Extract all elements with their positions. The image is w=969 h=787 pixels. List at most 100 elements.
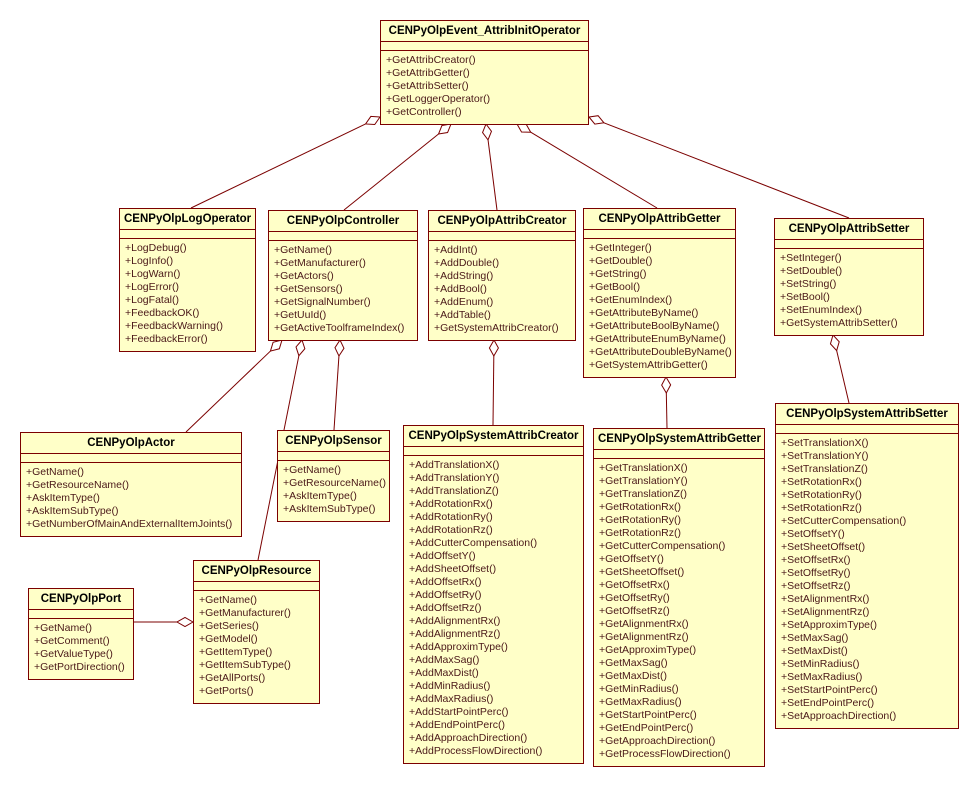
uml-class-attribcreator[interactable]: CENPyOlpAttribCreator +AddInt()+AddDoubl… [428,210,576,341]
uml-class-actor[interactable]: CENPyOlpActor +GetName()+GetResourceName… [20,432,242,537]
methods-compartment: +GetName()+GetResourceName()+AskItemType… [21,463,241,536]
uml-class-attribgetter[interactable]: CENPyOlpAttribGetter +GetInteger()+GetDo… [583,208,736,378]
aggregation-edge-resource-port [134,616,195,628]
method-label: +SetRotationRz() [781,502,862,514]
method-label: +AddApproximType() [409,641,508,653]
method-label: +GetPortDirection() [34,661,125,673]
method-label: +AddAlignmentRx() [409,615,501,627]
method-label: +AddMaxDist() [409,667,479,679]
method-label: +GetApproximType() [599,644,697,656]
uml-class-systemattribsetter[interactable]: CENPyOlpSystemAttribSetter +SetTranslati… [775,403,959,729]
method-label: +GetOffsetRx() [599,579,670,591]
method-label: +GetItemType() [199,646,273,658]
class-name: CENPyOlpSystemAttribCreator [404,426,583,447]
method-label: +GetBool() [589,281,641,293]
aggregation-edge-event-logoperator [190,115,381,209]
method-label: +GetAlignmentRz() [599,631,689,643]
method-label: +LogFatal() [125,294,179,306]
method-label: +GetName() [283,464,342,476]
method-label: +AddCutterCompensation() [409,537,538,549]
aggregation-edge-event-controller [343,123,452,211]
uml-class-sensor[interactable]: CENPyOlpSensor +GetName()+GetResourceNam… [277,430,390,522]
method-label: +AddMinRadius() [409,680,491,692]
method-label: +GetStartPointPerc() [599,709,697,721]
attributes-compartment [278,452,389,461]
aggregation-diamond-icon [175,616,195,628]
uml-class-port[interactable]: CENPyOlpPort +GetName()+GetComment()+Get… [28,588,134,680]
uml-class-logoperator[interactable]: CENPyOlpLogOperator +LogDebug()+LogInfo(… [119,208,256,352]
method-label: +FeedbackWarning() [125,320,223,332]
method-label: +GetEndPointPerc() [599,722,694,734]
attributes-compartment [269,232,417,241]
attributes-compartment [120,230,255,239]
method-label: +AddTranslationZ() [409,485,499,497]
method-label: +GetAttribGetter() [386,67,470,79]
uml-class-systemattribcreator[interactable]: CENPyOlpSystemAttribCreator +AddTranslat… [403,425,584,764]
uml-class-attribsetter[interactable]: CENPyOlpAttribSetter +SetInteger()+SetDo… [774,218,924,336]
method-label: +AddEnum() [434,296,494,308]
method-label: +SetEndPointPerc() [781,697,875,709]
method-label: +GetName() [274,244,333,256]
method-label: +AskItemType() [26,492,100,504]
method-label: +GetUuId() [274,309,327,321]
attributes-compartment [194,582,319,591]
uml-class-resource[interactable]: CENPyOlpResource +GetName()+GetManufactu… [193,560,320,704]
aggregation-diamond-icon [588,115,605,125]
method-label: +LogDebug() [125,242,187,254]
method-label: +GetName() [26,466,85,478]
method-label: +GetAlignmentRx() [599,618,689,630]
aggregation-diamond-icon [829,334,840,352]
method-label: +GetProcessFlowDirection() [599,748,731,760]
method-label: +LogInfo() [125,255,174,267]
attributes-compartment [776,425,958,434]
attributes-compartment [404,447,583,456]
aggregation-diamond-icon [488,338,499,358]
method-label: +AddMaxSag() [409,654,480,666]
method-label: +GetAttributeByName() [589,307,699,319]
method-label: +GetModel() [199,633,258,645]
method-label: +GetResourceName() [283,477,386,489]
method-label: +AddOffsetY() [409,550,476,562]
class-name: CENPyOlpEvent_AttribInitOperator [381,21,588,42]
method-label: +GetManufacturer() [199,607,291,619]
class-name: CENPyOlpSensor [278,431,389,452]
attributes-compartment [429,232,575,241]
method-label: +GetLoggerOperator() [386,93,491,105]
uml-class-controller[interactable]: CENPyOlpController +GetName()+GetManufac… [268,210,418,341]
aggregation-diamond-icon [295,338,306,357]
method-label: +AddRotationRz() [409,524,493,536]
method-label: +AskItemType() [283,490,357,502]
class-name: CENPyOlpLogOperator [120,209,255,230]
method-label: +GetController() [386,106,462,118]
method-label: +SetStartPointPerc() [781,684,878,696]
method-label: +GetOffsetRy() [599,592,670,604]
method-label: +SetOffsetRz() [781,580,851,592]
method-label: +SetOffsetRx() [781,554,851,566]
method-label: +SetBool() [780,291,830,303]
method-label: +GetValueType() [34,648,113,660]
attributes-compartment [381,42,588,51]
methods-compartment: +AddTranslationX()+AddTranslationY()+Add… [404,456,583,763]
uml-class-systemattribgetter[interactable]: CENPyOlpSystemAttribGetter +GetTranslati… [593,428,765,767]
attributes-compartment [584,230,735,239]
method-label: +GetOffsetRz() [599,605,670,617]
method-label: +GetName() [199,594,258,606]
method-label: +GetMaxSag() [599,657,668,669]
method-label: +GetSystemAttribCreator() [434,322,559,334]
method-label: +LogWarn() [125,268,181,280]
method-label: +GetTranslationY() [599,475,688,487]
methods-compartment: +SetInteger()+SetDouble()+SetString()+Se… [775,249,923,335]
method-label: +GetApproachDirection() [599,735,716,747]
methods-compartment: +AddInt()+AddDouble()+AddString()+AddBoo… [429,241,575,340]
method-label: +SetMinRadius() [781,658,860,670]
method-label: +GetDouble() [589,255,653,267]
uml-class-event[interactable]: CENPyOlpEvent_AttribInitOperator +GetAtt… [380,20,589,125]
method-label: +GetInteger() [589,242,652,254]
method-label: +GetMinRadius() [599,683,679,695]
method-label: +AddRotationRy() [409,511,493,523]
method-label: +SetCutterCompensation() [781,515,907,527]
aggregation-edge-event-attribgetter [516,123,658,209]
methods-compartment: +GetName()+GetResourceName()+AskItemType… [278,461,389,521]
attributes-compartment [775,240,923,249]
method-label: +GetOffsetY() [599,553,664,565]
